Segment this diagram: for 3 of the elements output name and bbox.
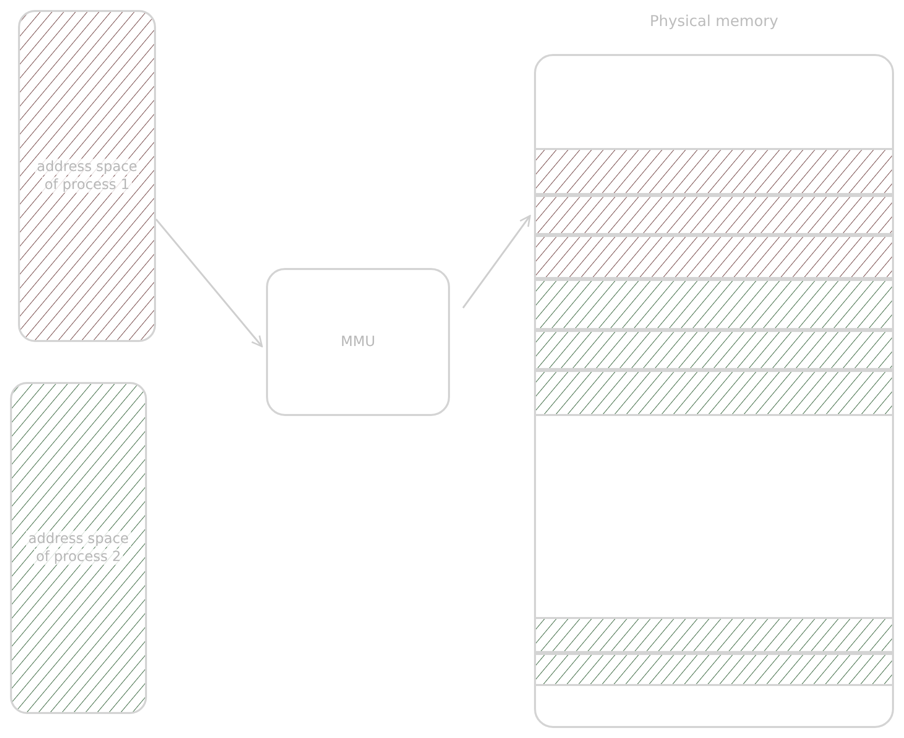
memory-title: Physical memory — [648, 12, 780, 30]
arrow — [462, 214, 531, 308]
arrow — [155, 218, 263, 348]
